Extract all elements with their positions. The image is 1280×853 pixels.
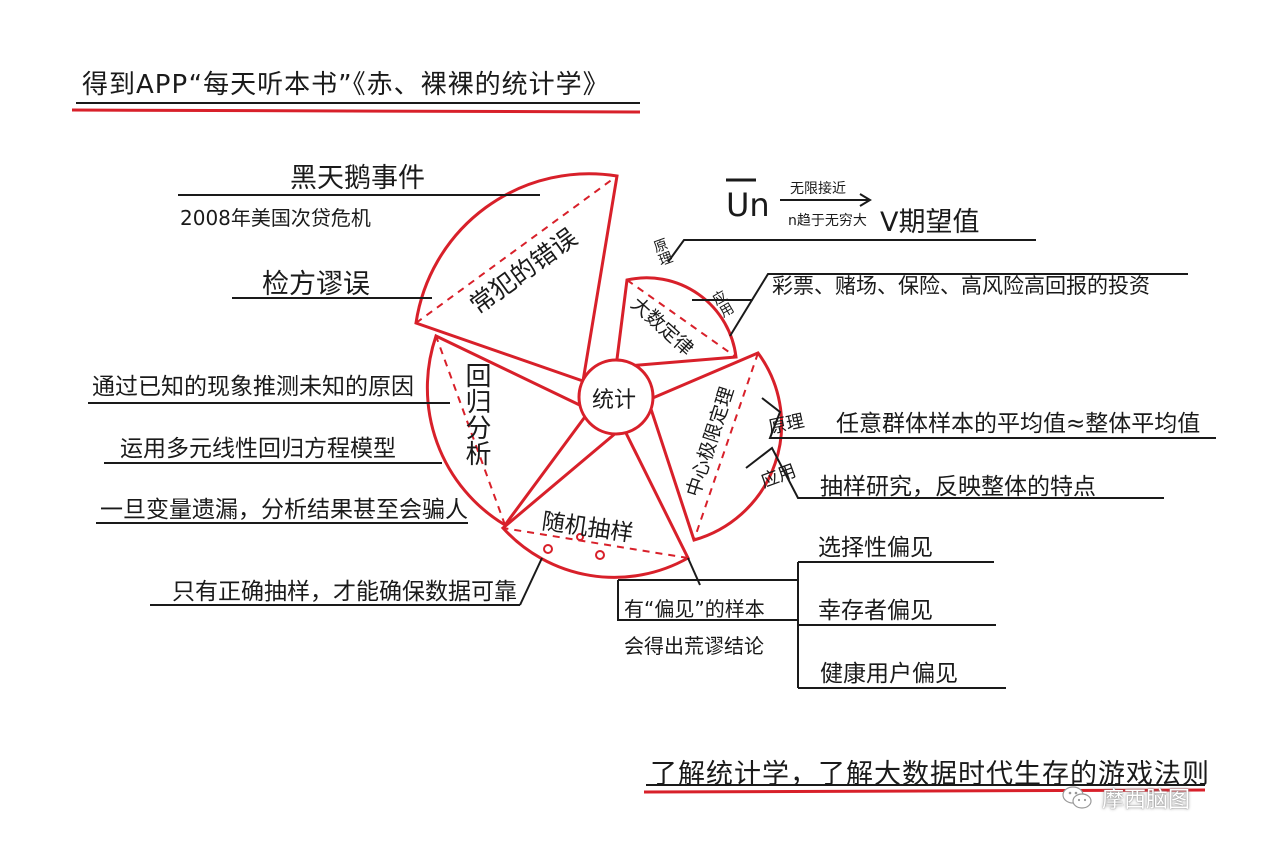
law-arrow-top: 无限接近 [790,181,846,197]
connector-line [519,557,543,606]
wechat-icon [1062,785,1092,811]
page-title: 得到APP“每天听本书”《赤、裸裸的统计学》 [82,70,610,100]
law-formula-left: Un [726,186,770,224]
regression-item-2: 运用多元线性回归方程模型 [120,436,396,462]
law-apply-text: 彩票、赌场、保险、高风险高回报的投资 [772,274,1150,298]
clt-apply-text: 抽样研究，反映整体的特点 [820,474,1096,500]
sampling-dot [595,550,605,560]
connector-line [729,299,753,337]
errors-item-prosecutor: 检方谬误 [262,269,370,300]
sampling-item-1: 只有正确抽样，才能确保数据可靠 [172,579,517,605]
errors-item-black-swan-sub: 2008年美国次贷危机 [180,206,371,230]
regression-item-3: 一旦变量遗漏，分析结果甚至会骗人 [100,497,468,523]
segment-law-divider [626,279,737,358]
sampling-dot [543,544,553,554]
sampling-dot [576,533,584,541]
segment-errors-divider [415,175,618,324]
center-circle [577,358,655,436]
segment-sampling-divider [502,527,689,559]
bias-item-survivor: 幸存者偏见 [818,598,933,624]
title-underline-red [71,108,641,114]
segment-sampling [500,424,690,579]
regression-item-1: 通过已知的现象推测未知的原因 [92,374,414,400]
connector-line [667,239,1036,263]
formula-arrowhead [859,193,872,207]
segment-clt-divider [693,352,759,541]
segment-errors [414,172,619,384]
watermark-text: 摩西脑图 [1102,788,1191,813]
center-label: 统计 [592,388,637,413]
connector-line [761,397,1216,439]
watermark: 摩西脑图 [1062,781,1190,815]
bias-label-1: 有“偏见”的样本 [624,597,765,621]
segment-law [614,276,738,369]
segment-clt [646,351,784,542]
law-arrow-bottom: n趋于无穷大 [788,213,867,229]
law-formula-right: V期望值 [880,207,980,238]
connector-line [617,580,798,621]
bias-item-healthy-user: 健康用户偏见 [820,661,958,687]
footer-text: 了解统计学，了解大数据时代生存的游戏法则 [650,759,1210,790]
bias-label-2: 会得出荒谬结论 [624,634,764,658]
segment-label-regression: 回归分析 [461,362,491,466]
footer-underline-red [643,788,1206,794]
connector-line [745,446,1164,499]
bias-item-selection: 选择性偏见 [818,535,933,561]
clt-principle-text: 任意群体样本的平均值≈整体平均值 [836,411,1201,437]
connector-line [692,273,1188,301]
errors-item-black-swan: 黑天鹅事件 [290,163,425,194]
segment-regression [425,333,593,527]
